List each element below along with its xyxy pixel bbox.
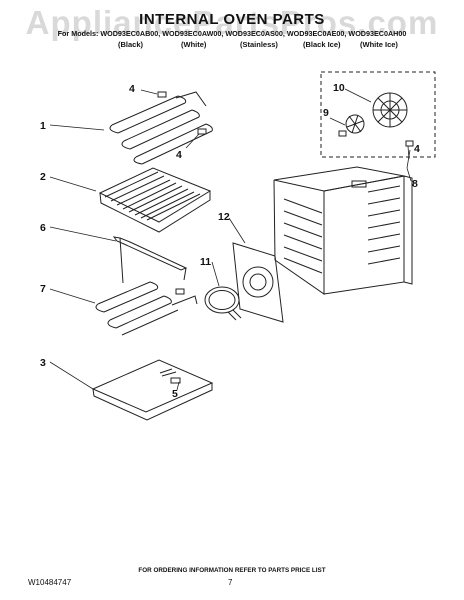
- finish-label: (Stainless): [240, 40, 278, 49]
- convection-element: [204, 286, 242, 321]
- finish-label: (White Ice): [360, 40, 398, 49]
- callout-12: 12: [218, 211, 230, 223]
- leader-lines: [49, 88, 412, 391]
- callout-10: 10: [333, 82, 345, 94]
- callout-7: 7: [40, 283, 46, 295]
- callout-4: 4: [129, 83, 135, 95]
- callout-2: 2: [40, 171, 46, 183]
- callout-4: 4: [176, 149, 182, 161]
- callout-11: 11: [200, 256, 211, 268]
- oven-rack: [98, 167, 212, 233]
- finish-label: (White): [181, 40, 207, 49]
- ordering-note: FOR ORDERING INFORMATION REFER TO PARTS …: [138, 567, 326, 574]
- rack-guide: [112, 236, 188, 284]
- oven-cavity: [273, 166, 413, 295]
- callout-6: 6: [40, 222, 46, 234]
- broil-element: [109, 91, 213, 165]
- callout-1: 1: [40, 120, 46, 132]
- callout-5: 5: [172, 388, 178, 400]
- page-title: INTERNAL OVEN PARTS: [139, 11, 325, 28]
- bake-element: [95, 281, 198, 336]
- callout-9: 9: [323, 107, 329, 119]
- finish-label: (Black Ice): [303, 40, 341, 49]
- callout-8: 8: [412, 178, 418, 190]
- page-number: 7: [228, 578, 233, 587]
- callout-3: 3: [40, 357, 46, 369]
- element-cover: [91, 359, 214, 421]
- document-number: W10484747: [28, 578, 72, 587]
- convection-fan-assembly: [320, 71, 436, 158]
- model-list: For Models: WOD93EC0AB00, WOD93EC0AW00, …: [57, 29, 407, 38]
- finish-label: (Black): [118, 40, 144, 49]
- fan-cover: [232, 242, 284, 323]
- callout-4: 4: [414, 143, 420, 155]
- watermark: AppliancePartsPros.com: [25, 4, 439, 41]
